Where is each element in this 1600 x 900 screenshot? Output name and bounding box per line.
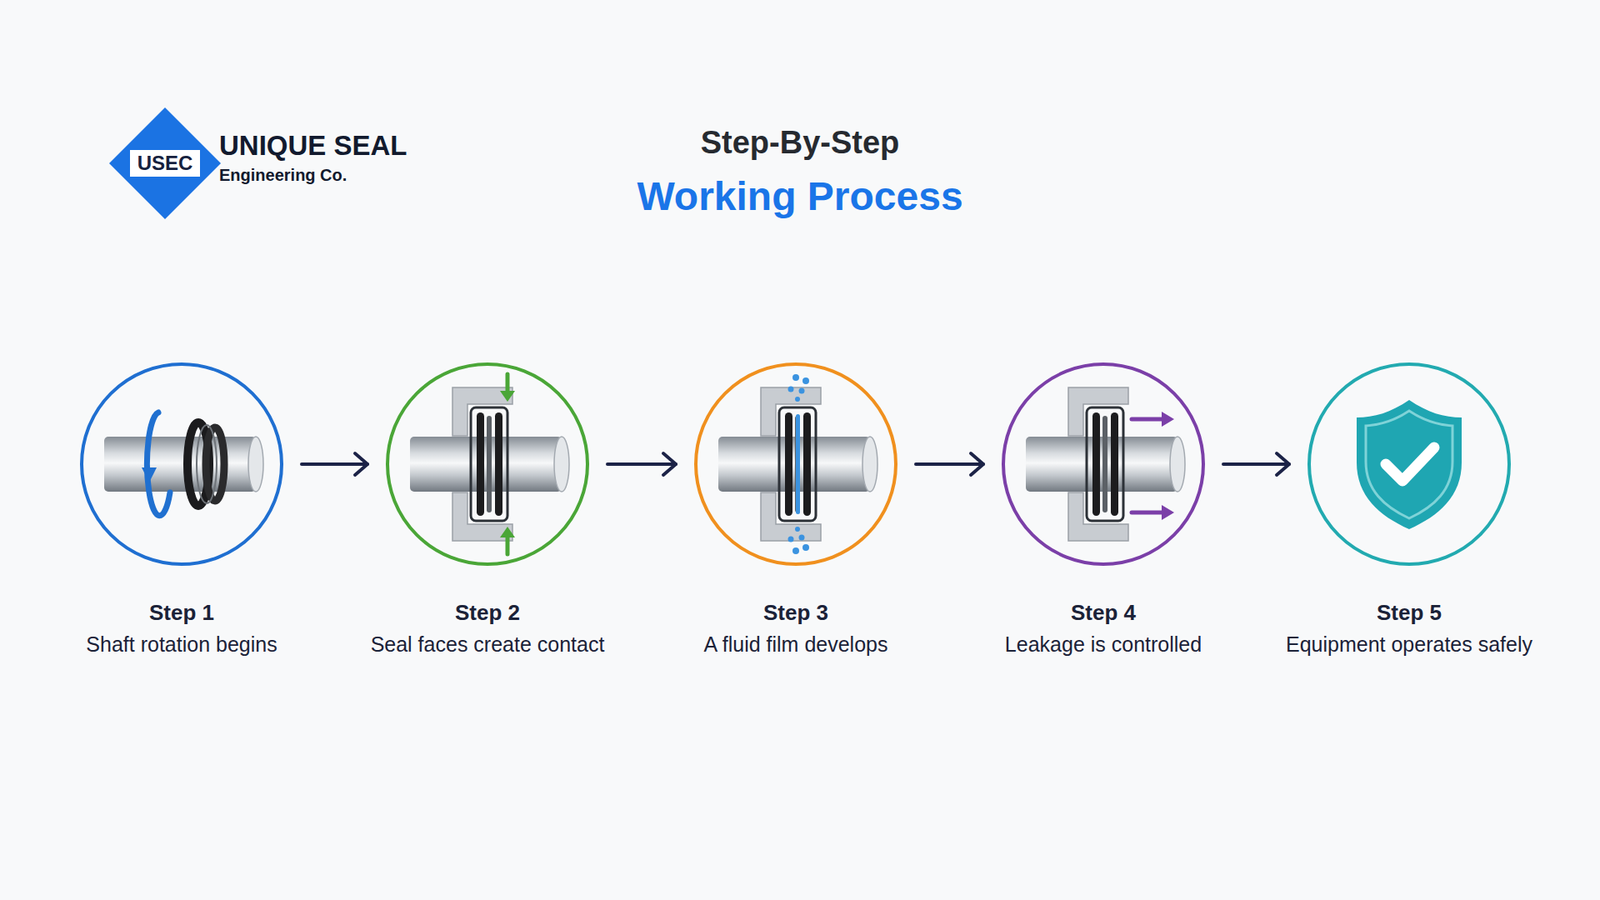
seal-faces <box>785 412 811 516</box>
gland-housing <box>1068 387 1129 541</box>
arrow-line <box>1223 462 1290 466</box>
droplet <box>802 544 810 551</box>
droplet <box>799 388 805 395</box>
fluid-film-icon <box>718 374 878 555</box>
step-description: Leakage is controlled <box>945 631 1262 657</box>
step-circle-shape <box>1000 361 1206 567</box>
step-number: Step 2 <box>329 600 646 625</box>
step-circle-shape <box>385 361 590 567</box>
arrow-line <box>915 462 984 466</box>
step-circle-shape <box>1306 361 1512 567</box>
step-description: Equipment operates safely <box>1250 631 1568 657</box>
step-number: Step 4 <box>945 600 1262 625</box>
flow-arrowhead-icon <box>1161 505 1175 520</box>
force-arrow <box>505 535 510 555</box>
step-description: Seal faces create contact <box>329 631 646 657</box>
arrow-line <box>301 462 368 466</box>
force-arrowhead <box>500 526 515 538</box>
droplet <box>792 547 800 555</box>
diamond-fill <box>109 107 221 220</box>
flow-arrow <box>607 453 676 475</box>
force-arrow <box>505 374 510 393</box>
leakage-control-icon <box>1025 387 1185 541</box>
arrow-line <box>607 462 676 466</box>
arrow-head <box>663 453 676 475</box>
brand-subtitle: Engineering Co. <box>219 165 347 185</box>
step-number: Step 3 <box>637 600 955 625</box>
arrow-head <box>355 453 368 475</box>
shield-inner <box>1365 410 1453 519</box>
step-node: Step 1 Shaft rotation begins <box>23 361 340 657</box>
seal-faces <box>1092 412 1119 516</box>
flow-arrow-icon <box>1131 510 1164 515</box>
shaft-rotation-icon <box>104 412 264 516</box>
fluid-film <box>795 414 800 515</box>
heading-kicker: Step-By-Step <box>700 124 900 161</box>
force-arrowhead <box>500 390 515 402</box>
gland-housing <box>452 387 513 541</box>
arrow-head <box>1276 453 1290 475</box>
step-node: Step 5 Equipment operates safely <box>1250 361 1568 657</box>
droplet <box>802 377 810 385</box>
step-description: A fluid film develops <box>637 631 955 657</box>
flow-arrow-icon <box>1131 417 1164 422</box>
seal-ring-edge <box>196 425 217 504</box>
shield <box>1356 400 1462 530</box>
rotation-arrow <box>147 412 170 516</box>
diagram-title: Working Process <box>636 173 963 220</box>
check-mark <box>1385 447 1435 481</box>
flow-arrow <box>915 453 984 475</box>
logo-text: USEC <box>130 150 201 177</box>
step-node: Step 4 Leakage is controlled <box>945 361 1262 657</box>
arrow-head <box>970 453 984 475</box>
droplet <box>795 526 800 532</box>
step-node: Step 3 A fluid film develops <box>637 361 955 657</box>
step-circle <box>1309 364 1510 565</box>
step-circle <box>81 364 282 565</box>
step-circle <box>1003 364 1204 565</box>
droplet <box>795 396 800 402</box>
rotation-arrowhead <box>141 467 157 483</box>
step-circle-shape <box>693 361 899 567</box>
droplet <box>799 535 805 541</box>
step-number: Step 5 <box>1250 600 1568 625</box>
step-number: Step 1 <box>23 600 340 625</box>
safety-shield-icon <box>1356 400 1462 530</box>
droplet <box>792 374 800 381</box>
step-description: Shaft rotation begins <box>23 631 340 657</box>
flow-arrow <box>301 453 368 475</box>
flow-arrowhead-icon <box>1161 411 1175 427</box>
step-node: Step 2 Seal faces create contact <box>329 361 646 657</box>
step-circle-shape <box>79 361 285 567</box>
seal-faces <box>476 412 503 516</box>
flow-arrow <box>1223 453 1290 475</box>
droplet <box>788 386 795 393</box>
gland-housing <box>760 387 821 541</box>
brand-name: UNIQUE SEAL <box>219 130 408 161</box>
step-circle <box>387 364 588 565</box>
droplet <box>788 536 795 543</box>
step-circle <box>695 364 896 565</box>
seal-contact-icon <box>410 374 570 555</box>
logo-diamond: USEC <box>108 106 222 220</box>
